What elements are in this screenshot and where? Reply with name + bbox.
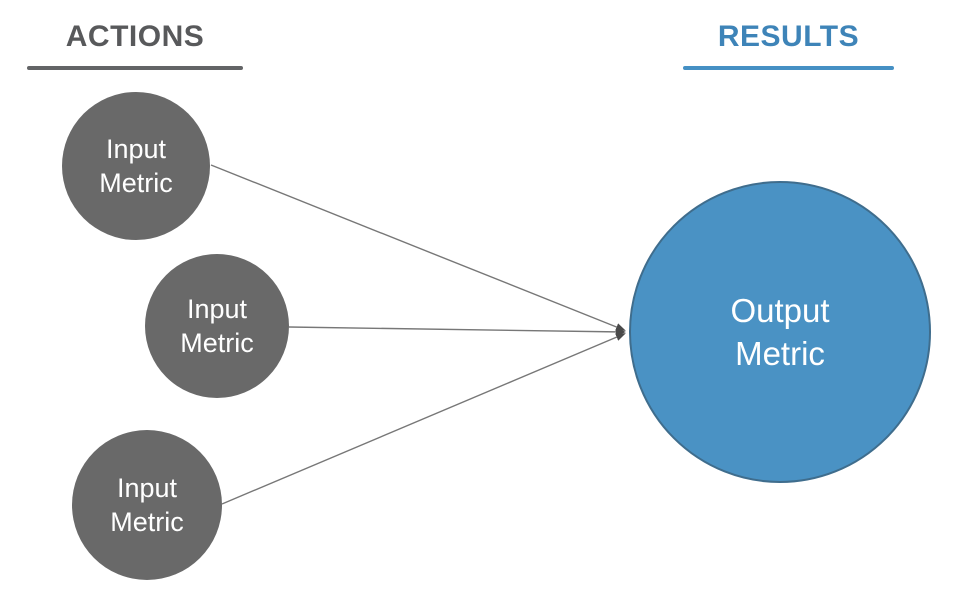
results-column-header: RESULTS — [683, 20, 894, 70]
connector-line-2 — [288, 326, 626, 336]
input-metric-node-3: Input Metric — [72, 430, 222, 580]
input-metric-node-1: Input Metric — [62, 92, 210, 240]
input-metric-node-1-label: Input Metric — [99, 134, 173, 198]
actions-header-underline — [27, 66, 243, 70]
results-header-label: RESULTS — [717, 20, 860, 53]
output-metric-node: Output Metric — [629, 181, 931, 483]
input-metric-node-2-label: Input Metric — [180, 294, 254, 358]
input-metric-node-3-label: Input Metric — [110, 473, 184, 537]
connector-line-3 — [221, 333, 626, 505]
actions-column-header: ACTIONS — [27, 20, 243, 70]
input-metric-node-2: Input Metric — [145, 254, 289, 398]
actions-header-label: ACTIONS — [65, 20, 205, 53]
results-header-underline — [683, 66, 894, 70]
output-metric-node-label: Output Metric — [730, 292, 830, 372]
